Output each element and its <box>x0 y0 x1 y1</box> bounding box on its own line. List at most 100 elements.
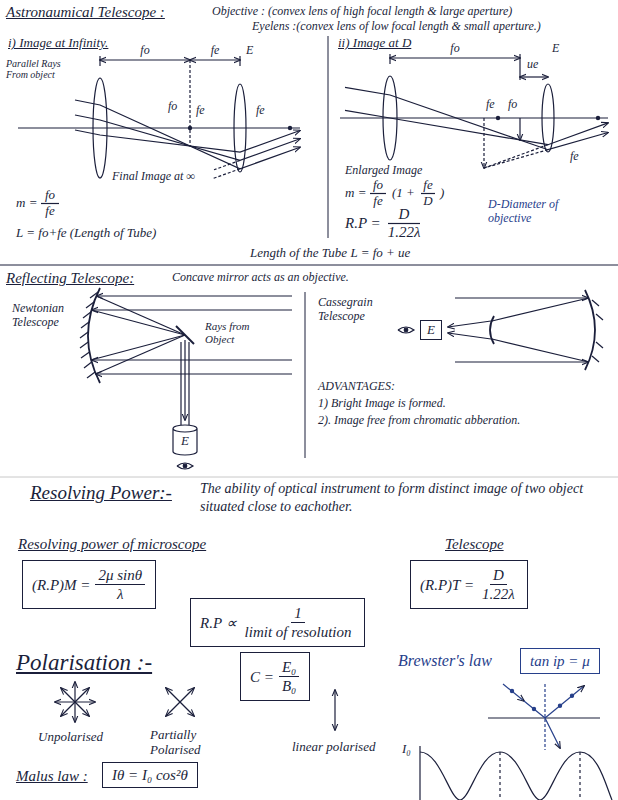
figure-label: linear polarised <box>292 740 375 755</box>
note-text: fo <box>168 100 177 114</box>
telescope-infinity-figure <box>75 115 300 160</box>
formula-part: fo <box>45 188 55 203</box>
cassegrain-telescope-figure <box>398 290 603 370</box>
note-text: fo <box>140 44 149 58</box>
section-divider <box>0 265 618 266</box>
cassegrain-telescope-figure <box>404 328 408 332</box>
polarisation-symbols <box>334 690 335 730</box>
section-divider <box>305 292 306 458</box>
section-heading: Polarisation :- <box>16 650 152 676</box>
formula-text: (R.P)T = <box>420 576 474 594</box>
formula-text: B₀ <box>279 677 299 695</box>
figure-label: Partially Polarised <box>150 728 222 758</box>
formula-part: fo <box>373 178 383 193</box>
polarisation-symbols <box>61 688 89 716</box>
newtonian-telescope-figure <box>177 463 193 469</box>
formula-box: C = E₀B₀ <box>240 652 310 701</box>
cassegrain-telescope-figure <box>596 342 603 348</box>
newtonian-telescope-figure <box>92 309 292 310</box>
formula-row: (R.P)T = D1.22λ <box>420 566 518 603</box>
telescope-near-point-figure <box>496 116 499 119</box>
note-text: ue <box>527 58 538 72</box>
note-text: Concave mirror acts as an objective. <box>172 271 349 285</box>
newtonian-telescope-figure <box>91 335 185 360</box>
fraction: E₀B₀ <box>279 658 299 695</box>
brewster-figure <box>524 701 545 718</box>
note-text: fe <box>570 150 579 164</box>
formula-text: 2μ sinθ <box>95 566 145 585</box>
formula-part: D <box>399 206 410 223</box>
formula-row: E <box>180 433 190 449</box>
newtonian-telescope-figure <box>188 342 189 428</box>
formula-part: fe <box>423 178 432 193</box>
eyepiece-box: E <box>420 320 442 340</box>
brewster-figure <box>545 718 560 748</box>
telescope-near-point-figure <box>390 57 520 58</box>
telescope-infinity-figure <box>212 169 240 179</box>
telescope-infinity-figure <box>214 160 240 169</box>
polarisation-symbols <box>61 688 89 716</box>
formula-text: E₀ <box>279 658 299 677</box>
small-note: Parallel Rays From object <box>6 58 68 80</box>
newtonian-telescope-figure <box>96 296 185 335</box>
newtonian-telescope-figure <box>97 295 292 296</box>
formula-row: tan ip = μ <box>530 652 590 670</box>
brewster-figure <box>545 686 584 718</box>
telescope-near-point-figure <box>340 54 608 168</box>
note-text: Enlarged Image <box>345 164 422 178</box>
figure-label: I₀ <box>402 742 411 757</box>
note-text: 1) Bright Image is formed. <box>318 397 446 411</box>
note-text: fe <box>196 104 205 118</box>
brewster-figure <box>532 707 535 710</box>
formula-text: λ <box>114 585 127 603</box>
formula-part: D <box>423 194 432 209</box>
newtonian-telescope-figure <box>81 322 89 328</box>
note-text: fe <box>211 44 220 58</box>
telescope-near-point-figure <box>389 54 390 64</box>
formula-part: fe <box>373 194 382 209</box>
telescope-near-point-figure <box>345 110 608 144</box>
cylinder-outline <box>173 425 197 455</box>
formula-row: C = E₀B₀ <box>250 658 300 695</box>
formula-text: C = <box>250 668 274 686</box>
formula-row: E <box>427 322 435 338</box>
formula-box: tan ip = μ <box>520 648 600 674</box>
formula-box: Iθ = I₀ cos²θ <box>102 762 198 788</box>
fraction: 1limit of resolution <box>242 604 355 641</box>
formula-part: fe <box>45 204 54 219</box>
newtonian-telescope-figure <box>80 332 88 338</box>
newtonian-telescope-figure <box>83 312 91 318</box>
telescope-infinity-figure <box>75 100 300 169</box>
formula-part: 1.22λ <box>388 224 421 241</box>
formula-part: m = <box>16 196 37 211</box>
cassegrain-telescope-figure <box>492 339 589 362</box>
fraction-bar <box>388 223 420 224</box>
newtonian-telescope-figure <box>87 372 95 378</box>
newtonian-telescope-figure <box>81 352 90 358</box>
formula-text: D <box>490 566 507 585</box>
blue-note: D-Diameter of objective <box>488 198 598 226</box>
formula-part: (1 + <box>392 186 415 201</box>
cassegrain-telescope-figure <box>455 297 588 298</box>
telescope-near-point-figure <box>519 54 520 80</box>
small-note: Rays from Object <box>205 320 275 345</box>
note-text: Objective : (convex lens of high focal l… <box>212 5 512 19</box>
telescope-infinity-figure <box>188 126 191 129</box>
note-text: 2). Image free from chromatic abberation… <box>318 414 520 428</box>
sub-heading: Telescope <box>445 536 504 553</box>
formula-text: (R.P)M = <box>32 576 90 594</box>
newtonian-telescope-figure <box>96 373 292 374</box>
newtonian-telescope-figure <box>92 310 186 335</box>
malus-graph <box>499 752 500 800</box>
section-heading: Resolving Power:- <box>30 482 172 504</box>
fraction: D1.22λ <box>479 566 518 603</box>
newtonian-telescope-figure <box>180 342 181 428</box>
formula-text: E <box>427 322 435 338</box>
brewster-figure <box>570 694 573 697</box>
formula-text: Iθ = I₀ cos²θ <box>112 766 188 784</box>
telescope-near-point-figure <box>345 87 608 149</box>
telescope-infinity-figure <box>99 56 100 66</box>
cassegrain-telescope-figure <box>596 314 603 320</box>
